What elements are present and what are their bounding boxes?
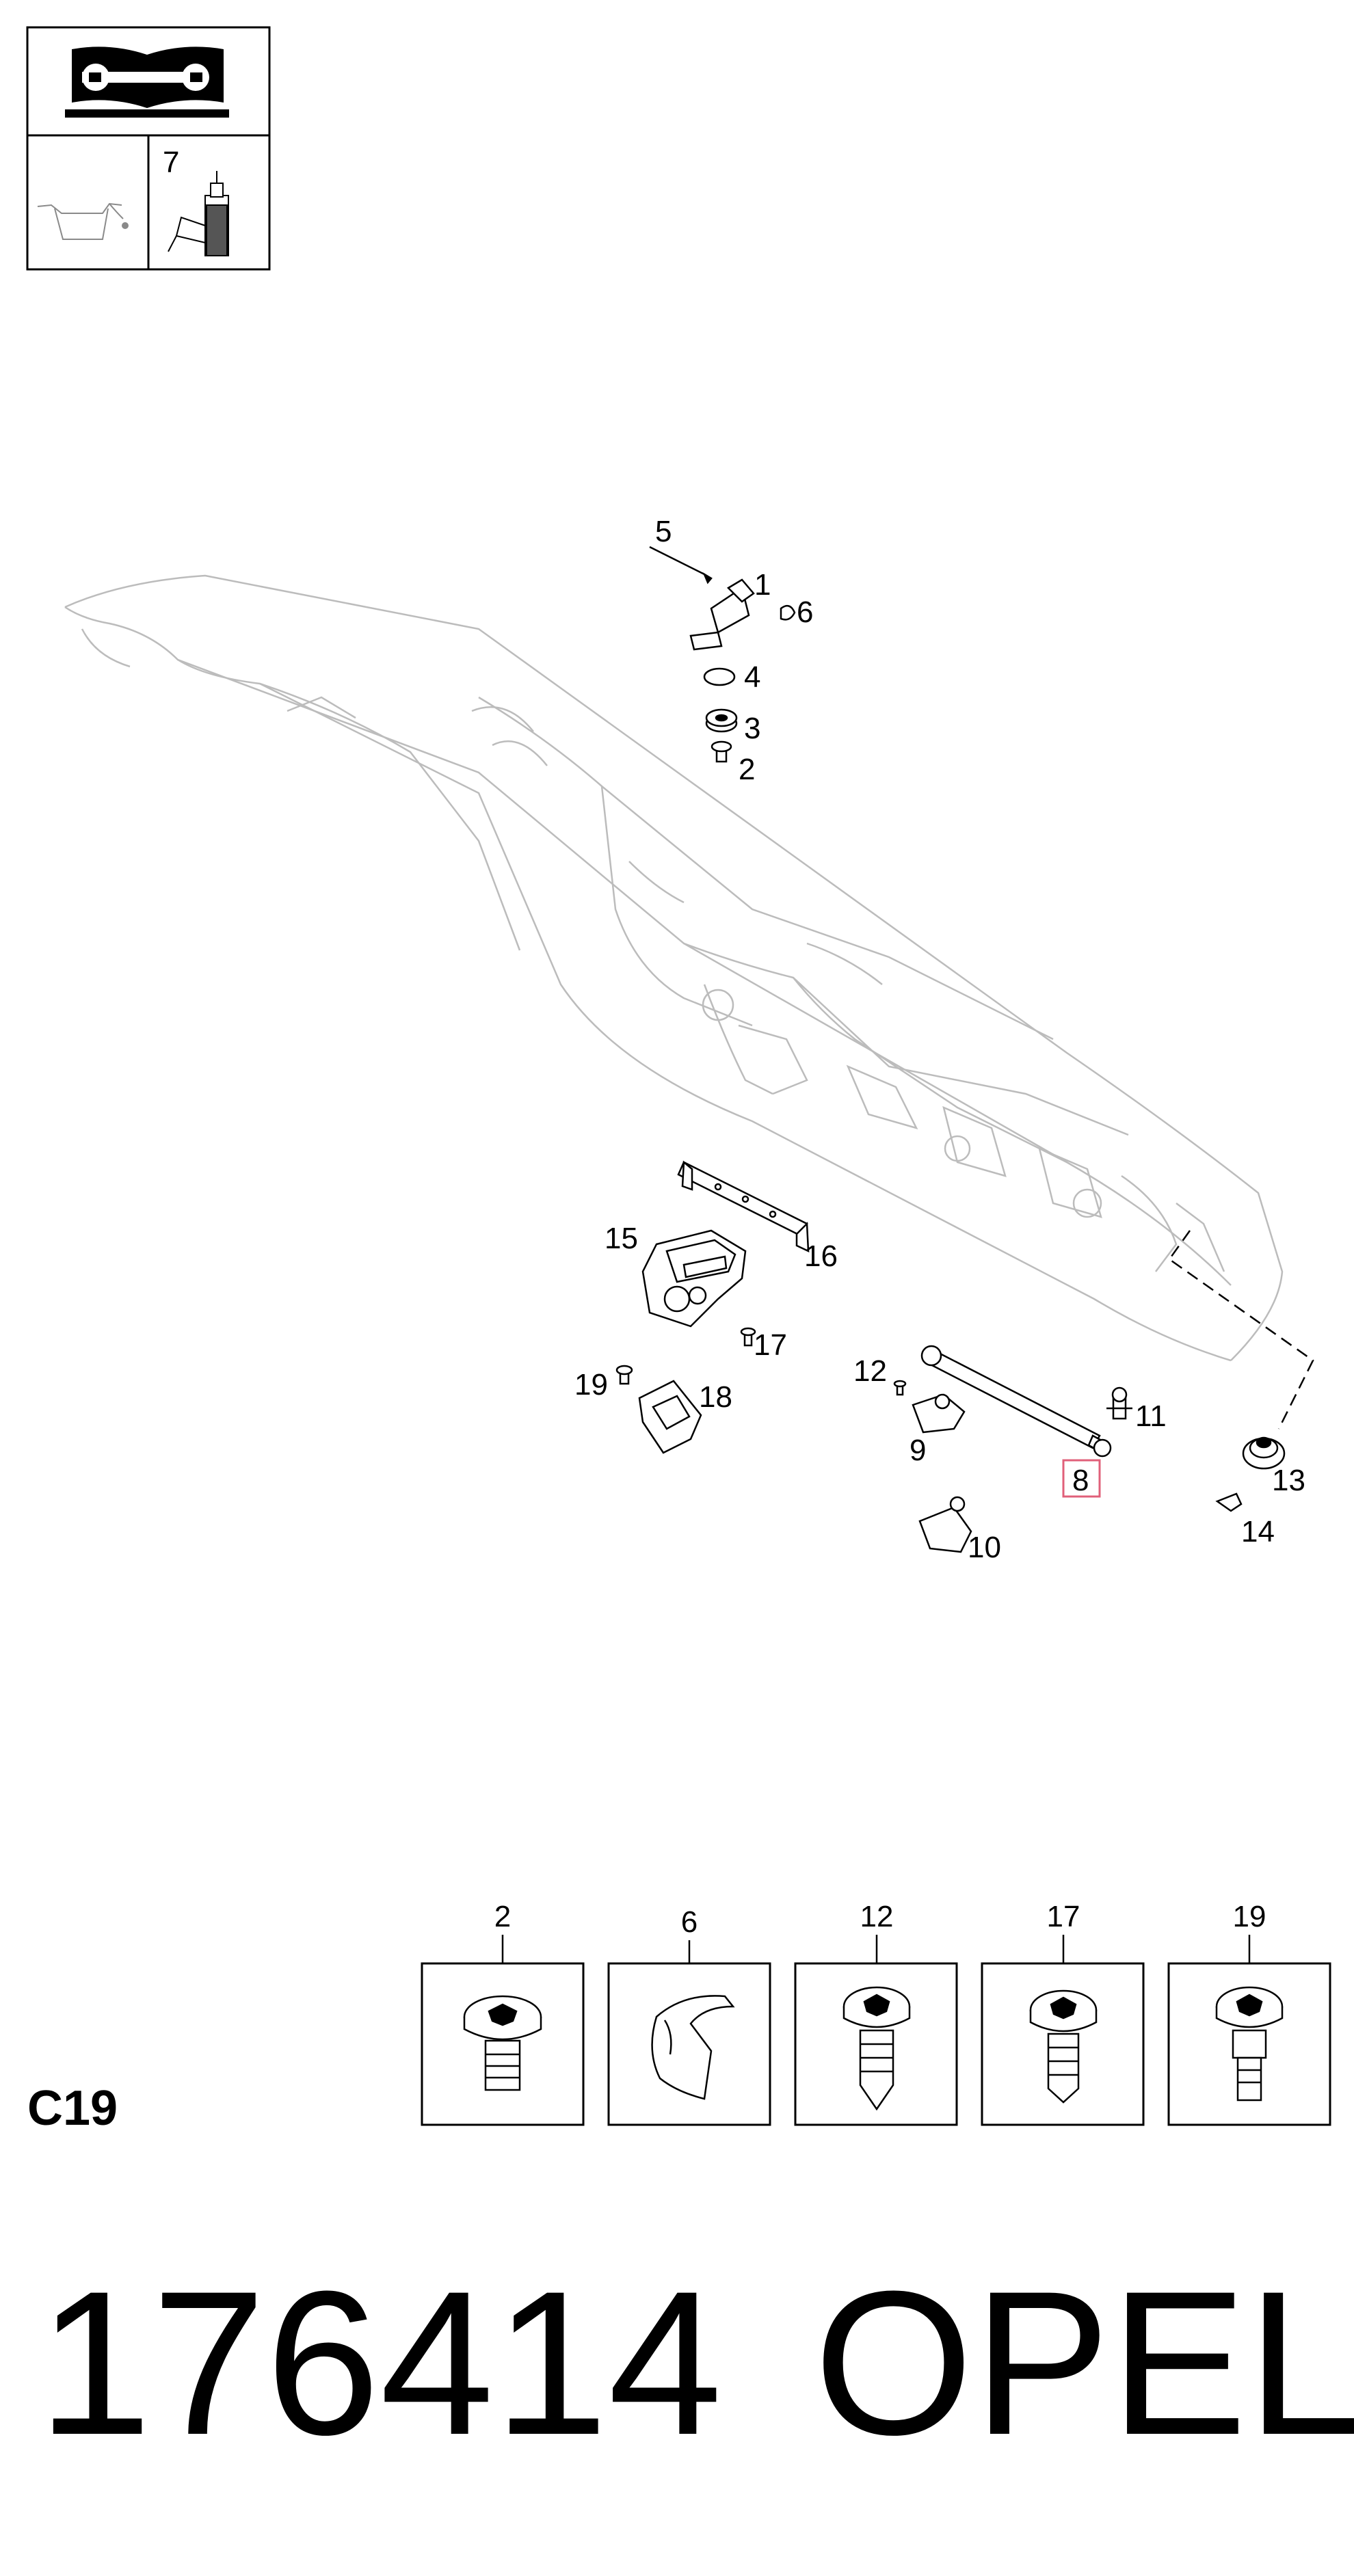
callout-8: 8 <box>1072 1464 1089 1497</box>
callout-12: 12 <box>853 1354 887 1388</box>
callout-13: 13 <box>1272 1464 1305 1497</box>
fastener-cell: 2 <box>421 1900 585 2126</box>
section-label: C19 <box>27 2081 118 2136</box>
bushing-part <box>705 708 738 733</box>
callout-4: 4 <box>744 660 760 694</box>
part-number: 176414 <box>38 2248 722 2478</box>
open-book-wrench-icon <box>65 46 229 118</box>
header-right-label: 7 <box>163 146 179 179</box>
torx-flange-screw-icon <box>1029 1989 1098 2104</box>
gas-strut <box>920 1345 1112 1458</box>
strut-ballstud-11 <box>1106 1386 1132 1420</box>
leader-lines <box>1168 1230 1314 1430</box>
brand-name: OPEL <box>814 2248 1354 2478</box>
callout-17: 17 <box>754 1328 787 1362</box>
latch-striker <box>638 1380 702 1454</box>
oil-drip-tray-icon <box>37 202 129 240</box>
fastener-label: 19 <box>1233 1900 1266 1933</box>
callout-6: 6 <box>797 595 813 629</box>
hinge-pin <box>649 546 713 585</box>
latch-screw-17 <box>740 1327 756 1347</box>
fastener-cell: 17 <box>981 1900 1145 2126</box>
strut-bracket-10 <box>918 1496 972 1553</box>
fastener-label: 2 <box>494 1900 511 1933</box>
hinge-bracket <box>689 578 755 651</box>
callout-15: 15 <box>605 1222 638 1255</box>
spring-clip-part <box>780 604 796 621</box>
fastener-label: 6 <box>681 1905 698 1939</box>
callout-2: 2 <box>739 753 755 786</box>
callout-8-highlight <box>1062 1459 1101 1498</box>
callout-10: 10 <box>968 1531 1001 1564</box>
hinge-bolt-part <box>711 740 732 763</box>
clip-14 <box>1215 1492 1243 1512</box>
callout-16: 16 <box>804 1239 838 1273</box>
fastener-cell: 6 <box>607 1905 771 2126</box>
callout-1: 1 <box>754 568 771 602</box>
tailgate-panel <box>64 574 1284 1362</box>
grommet-13 <box>1242 1436 1286 1470</box>
fastener-label: 12 <box>860 1900 894 1933</box>
callout-11: 11 <box>1135 1399 1167 1433</box>
washer-part <box>703 667 736 686</box>
callout-9: 9 <box>910 1434 926 1467</box>
latch-bolt-19 <box>615 1365 633 1385</box>
callout-3: 3 <box>744 712 760 745</box>
fastener-table: 2 6 12 <box>421 1900 1331 2126</box>
callout-19: 19 <box>574 1368 608 1401</box>
header-box <box>26 26 271 271</box>
spring-clip-icon <box>651 1995 735 2100</box>
latch-bracket <box>677 1160 810 1253</box>
callout-14: 14 <box>1241 1515 1275 1548</box>
grease-bottle-icon <box>168 171 229 256</box>
callout-5: 5 <box>655 515 672 548</box>
fastener-cell: 12 <box>794 1900 958 2126</box>
strut-screw-12 <box>893 1380 907 1396</box>
fastener-label: 17 <box>1047 1900 1080 1933</box>
strut-bracket-9 <box>912 1393 966 1434</box>
latch-assembly <box>641 1229 747 1328</box>
torx-stepped-bolt-icon <box>1215 1986 1284 2102</box>
fastener-cell: 19 <box>1167 1900 1331 2126</box>
torx-self-tapping-screw-icon <box>842 1986 911 2111</box>
callout-18: 18 <box>699 1380 732 1414</box>
torx-flange-bolt-icon <box>463 1995 542 2091</box>
